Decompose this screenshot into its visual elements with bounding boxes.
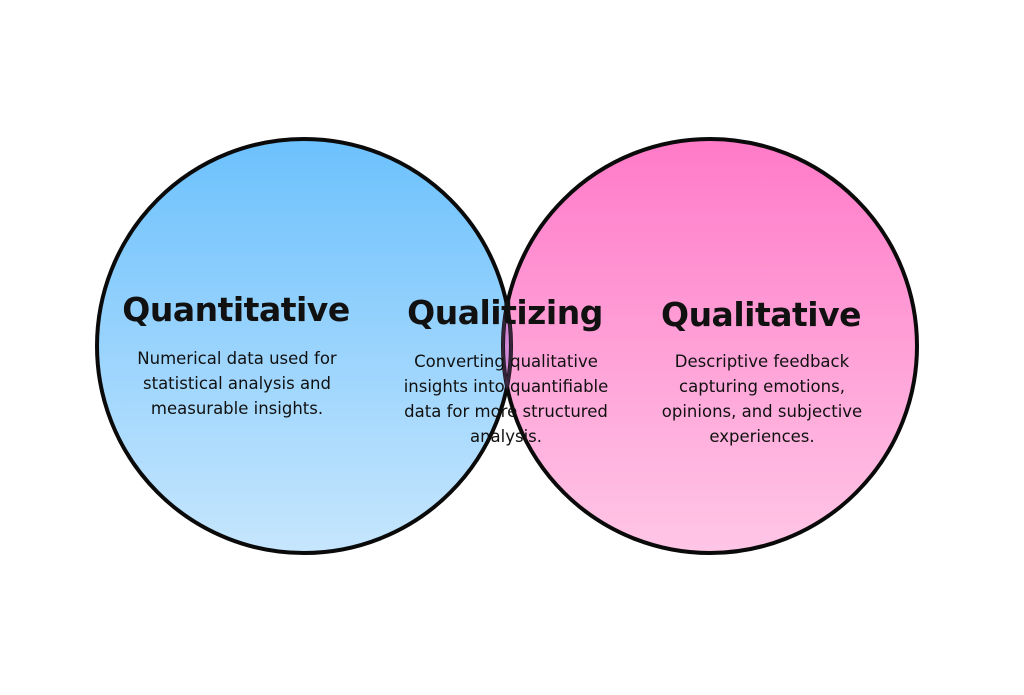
- qualitizing-title: Qualitizing: [407, 293, 603, 332]
- quantitative-title: Quantitative: [122, 290, 350, 329]
- overlap-left-arc: [503, 139, 513, 553]
- quantitative-circle: [97, 139, 511, 553]
- qualitative-description: Descriptive feedback capturing emotions,…: [661, 352, 863, 446]
- overlap-right-arc: [501, 139, 511, 553]
- qualitizing-description: Converting qualitative insights into qua…: [403, 352, 609, 446]
- qualitative-circle: [503, 139, 917, 553]
- quantitative-description: Numerical data used for statistical anal…: [137, 349, 337, 418]
- qualitative-title: Qualitative: [661, 295, 861, 334]
